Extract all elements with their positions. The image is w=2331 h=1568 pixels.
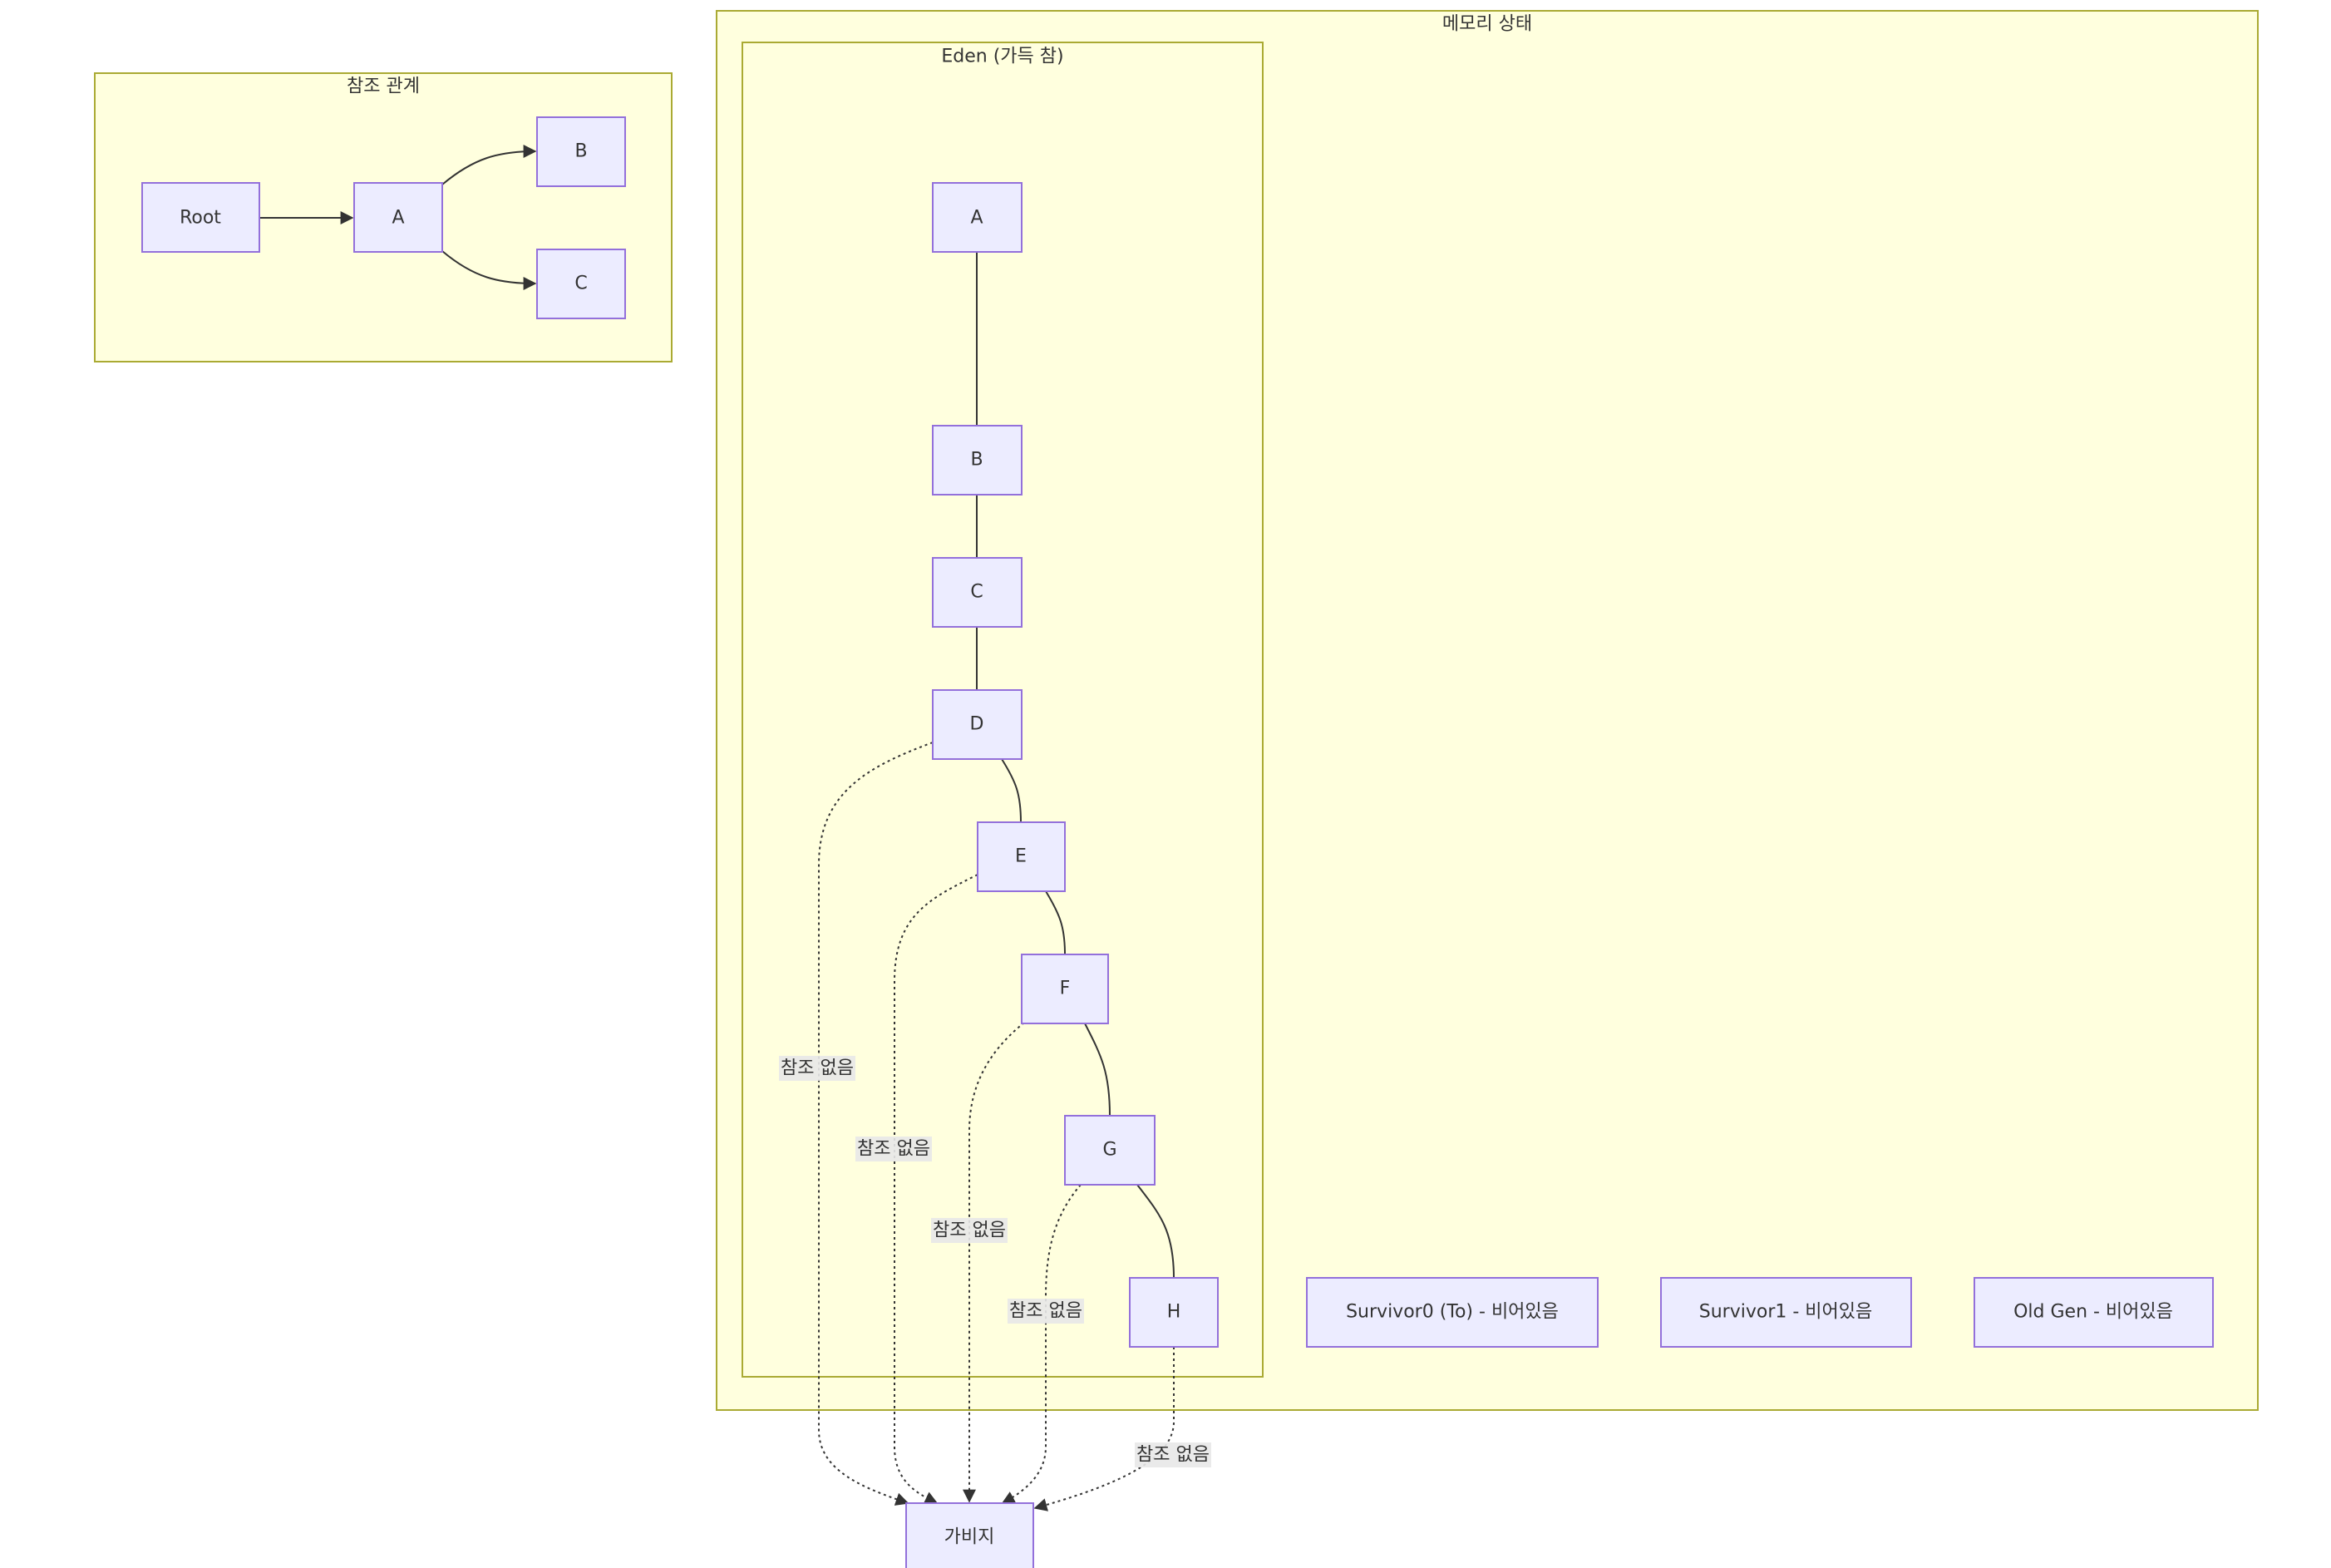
svg-text:Root: Root — [180, 208, 221, 229]
node-survivor1[interactable]: Survivor1 - 비어있음 — [1660, 1277, 1912, 1348]
svg-text:C: C — [970, 582, 983, 603]
svg-text:Survivor1 - 비어있음: Survivor1 - 비어있음 — [1699, 1302, 1873, 1323]
ref-node-c[interactable]: C — [536, 249, 626, 319]
eden-node-g[interactable]: G — [1064, 1115, 1156, 1186]
node-garbage[interactable]: 가비지 — [905, 1502, 1034, 1568]
eden-node-a[interactable]: A — [932, 182, 1023, 253]
edge-label-e-garbage: 참조 없음 — [855, 1137, 932, 1161]
edge-eden-f-g — [1084, 1023, 1111, 1117]
svg-text:Survivor0 (To) - 비어있음: Survivor0 (To) - 비어있음 — [1346, 1302, 1559, 1323]
edge-f-garbage — [963, 1022, 1025, 1503]
ref-node-root[interactable]: Root — [141, 182, 260, 253]
svg-text:B: B — [574, 141, 587, 162]
ref-node-b[interactable]: B — [536, 116, 626, 187]
edge-eden-d-e — [1001, 758, 1022, 823]
memory-cluster-title: 메모리 상태 — [1442, 14, 1532, 35]
edge-a-b — [441, 145, 537, 185]
svg-text:참조 없음: 참조 없음 — [1136, 1445, 1210, 1466]
eden-node-c[interactable]: C — [932, 557, 1023, 628]
eden-node-h[interactable]: H — [1129, 1277, 1219, 1348]
edge-a-c — [441, 250, 537, 290]
ref-node-a[interactable]: A — [353, 182, 443, 253]
edge-label-d-garbage: 참조 없음 — [779, 1056, 855, 1081]
eden-node-f[interactable]: F — [1021, 954, 1109, 1024]
svg-text:F: F — [1060, 979, 1071, 999]
eden-node-d[interactable]: D — [932, 689, 1023, 760]
edge-label-f-garbage: 참조 없음 — [931, 1218, 1008, 1243]
edge-g-garbage — [1001, 1184, 1082, 1504]
edge-label-g-garbage: 참조 없음 — [1008, 1299, 1084, 1324]
eden-cluster-title: Eden (가득 참) — [941, 47, 1063, 67]
svg-text:D: D — [970, 714, 984, 735]
svg-text:Old Gen - 비어있음: Old Gen - 비어있음 — [2013, 1302, 2173, 1323]
svg-text:A: A — [392, 208, 404, 229]
eden-node-b[interactable]: B — [932, 425, 1023, 496]
svg-text:참조 없음: 참조 없음 — [857, 1139, 930, 1160]
svg-text:C: C — [574, 274, 587, 294]
svg-text:참조 없음: 참조 없음 — [781, 1058, 854, 1079]
svg-text:참조 없음: 참조 없음 — [1009, 1301, 1082, 1322]
node-survivor0[interactable]: Survivor0 (To) - 비어있음 — [1306, 1277, 1599, 1348]
svg-text:E: E — [1015, 846, 1027, 867]
svg-text:참조 없음: 참조 없음 — [933, 1220, 1006, 1241]
svg-text:가비지: 가비지 — [944, 1527, 995, 1548]
eden-node-e[interactable]: E — [977, 821, 1066, 892]
edge-d-garbage — [818, 742, 934, 1506]
edge-eden-e-f — [1045, 890, 1066, 955]
edge-e-garbage — [894, 874, 978, 1504]
svg-text:H: H — [1167, 1302, 1181, 1323]
svg-text:A: A — [970, 208, 983, 229]
node-old-gen[interactable]: Old Gen - 비어있음 — [1974, 1277, 2214, 1348]
svg-text:G: G — [1102, 1140, 1116, 1161]
edge-label-h-garbage: 참조 없음 — [1135, 1442, 1211, 1467]
reference-cluster-title: 참조 관계 — [347, 76, 420, 97]
edge-h-garbage — [1033, 1347, 1175, 1511]
edge-eden-g-h — [1136, 1184, 1175, 1279]
svg-text:B: B — [970, 450, 983, 471]
